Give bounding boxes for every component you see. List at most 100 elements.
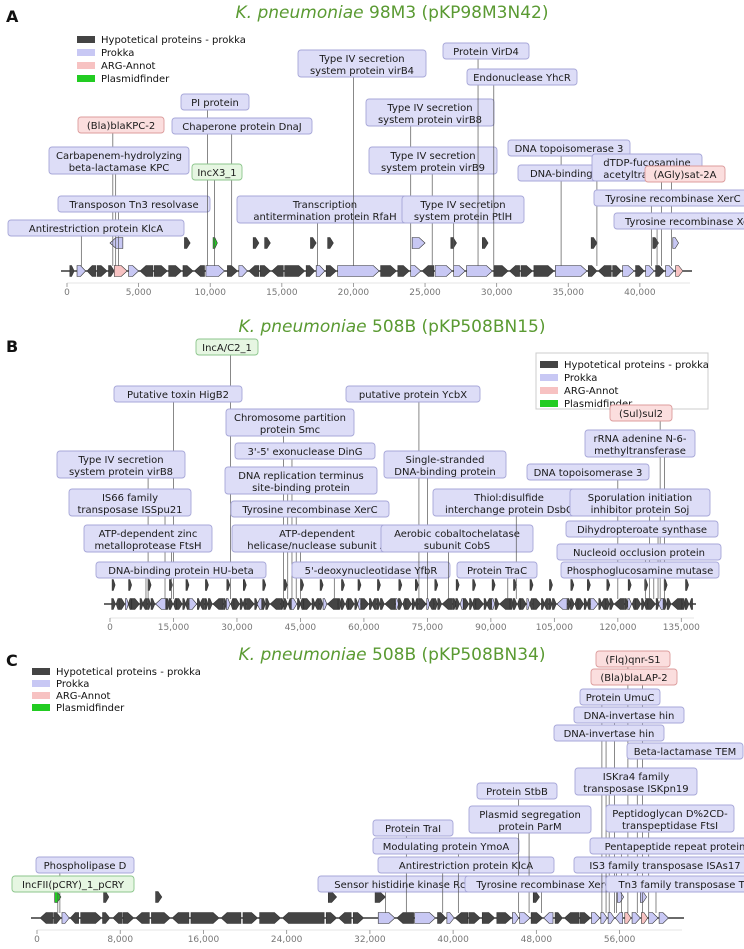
gene-prokka	[337, 265, 380, 277]
annotation-label: IS66 family	[102, 493, 158, 504]
annotation-box	[573, 706, 685, 724]
legend-swatch-plasmidfinder	[77, 75, 95, 82]
gene-hypothetical	[454, 912, 468, 924]
annotation-box	[56, 450, 186, 479]
legend-swatch-hypothetical	[32, 668, 50, 675]
gene-hypothetical	[586, 598, 591, 610]
legend-label-plasmidfinder: Plasmidfinder	[564, 399, 633, 410]
annotation-label: Pentapeptide repeat protein	[605, 842, 744, 853]
gene-hypothetical	[197, 598, 201, 610]
annotation-box	[368, 146, 498, 175]
gene-hypothetical	[549, 579, 553, 591]
gene-hypothetical	[512, 598, 518, 610]
gene-hypothetical	[570, 598, 575, 610]
annotation-box	[466, 68, 578, 86]
annotation-label: putative protein YcbX	[359, 390, 467, 401]
gene-hypothetical	[574, 598, 579, 610]
annotation-box	[584, 429, 696, 458]
gene-prokka	[315, 265, 326, 277]
gene-prokka	[357, 598, 361, 610]
annotation-box	[560, 561, 720, 579]
annotation-box	[225, 408, 355, 437]
gene-hypothetical	[248, 265, 260, 277]
gene-hypothetical	[226, 579, 231, 591]
annotation-label: Transposon Tn3 resolvase	[68, 200, 198, 211]
gene-prokka	[411, 237, 426, 249]
gene-hypothetical	[184, 237, 191, 249]
gene-hypothetical	[168, 598, 174, 610]
gene-hypothetical	[421, 265, 434, 277]
gene-prokka	[459, 598, 464, 610]
gene-hypothetical	[494, 598, 500, 610]
gene-hypothetical	[348, 598, 355, 610]
gene-hypothetical	[190, 912, 220, 924]
x-tick-label: 48,000	[521, 935, 553, 945]
legend-swatch-hypothetical	[540, 361, 558, 368]
gene-hypothetical	[468, 912, 481, 924]
gene-hypothetical	[414, 598, 419, 610]
annotation-label: helicase/nuclease subunit A	[247, 541, 387, 552]
gene-hypothetical	[567, 598, 571, 610]
annotation-label: IS3 family transposase ISAs17	[589, 861, 740, 872]
gene-hypothetical	[185, 598, 189, 610]
legend-label-arg: ARG-Annot	[101, 61, 156, 72]
legend-label-prokka: Prokka	[56, 679, 89, 690]
annotation-label: system protein PtlH	[414, 212, 512, 223]
gene-hypothetical	[405, 598, 412, 610]
legend-swatch-arg	[540, 387, 558, 394]
gene-hypothetical	[380, 598, 385, 610]
gene-hypothetical	[532, 891, 540, 903]
annotation-label: Thiol:disulfide	[473, 493, 544, 504]
gene-hypothetical	[182, 265, 194, 277]
gene-prokka	[226, 598, 231, 610]
gene-hypothetical	[598, 598, 603, 610]
gene-hypothetical	[510, 598, 514, 610]
gene-hypothetical	[369, 598, 373, 610]
gene-hypothetical	[682, 598, 686, 610]
x-tick-label: 45,000	[285, 623, 317, 633]
annotation-label: system protein virB8	[69, 467, 173, 478]
gene-prokka	[125, 598, 129, 610]
annotation-label: (AGly)sat-2A	[654, 170, 717, 181]
legend: Hypotetical proteins - prokkaProkkaARG-A…	[32, 667, 201, 714]
gene-hypothetical	[590, 237, 598, 249]
gene-hypothetical	[685, 579, 689, 591]
gene-hypothetical	[319, 579, 324, 591]
x-tick-label: 30,000	[481, 288, 513, 298]
gene-hypothetical	[111, 598, 116, 610]
annotation-label: DNA topoisomerase 3	[534, 468, 643, 479]
gene-prokka	[291, 598, 298, 610]
gene-prokka	[491, 598, 496, 610]
gene-hypothetical	[154, 265, 168, 277]
gene-hypothetical	[689, 598, 693, 610]
gene-hypothetical	[327, 598, 338, 610]
gene-hypothetical	[655, 598, 660, 610]
gene-hypothetical	[223, 598, 227, 610]
x-tick-label: 56,000	[604, 935, 636, 945]
gene-hypothetical	[338, 598, 342, 610]
annotation-label: Protein UmuC	[586, 693, 655, 704]
x-tick-label: 15,000	[158, 623, 190, 633]
legend-label-hypothetical: Hypotetical proteins - prokka	[56, 667, 201, 678]
annotation-label: protein Smc	[260, 425, 320, 436]
legend-frame	[535, 352, 709, 410]
annotation-label: Endonuclease YhcR	[473, 73, 571, 84]
annotation-label: subunit CobS	[424, 541, 490, 552]
gene-hypothetical	[352, 912, 365, 924]
gene-hypothetical	[627, 579, 632, 591]
annotation-box	[565, 520, 719, 538]
gene-prokka	[155, 598, 166, 610]
x-tick-label: 90,000	[475, 623, 507, 633]
gene-hypothetical	[384, 598, 396, 610]
gene-hypothetical	[684, 598, 690, 610]
panel-title: K. pneumoniae 508B (pKP508BN15)	[239, 317, 546, 337]
gene-hypothetical	[327, 237, 334, 249]
annotation-box	[224, 466, 378, 495]
gene-prokka	[607, 912, 615, 924]
gene-hypothetical	[666, 598, 672, 610]
annotation-box	[456, 561, 538, 579]
gene-hypothetical	[242, 598, 247, 610]
x-tick-label: 135,000	[663, 623, 700, 633]
gene-hypothetical	[357, 579, 362, 591]
